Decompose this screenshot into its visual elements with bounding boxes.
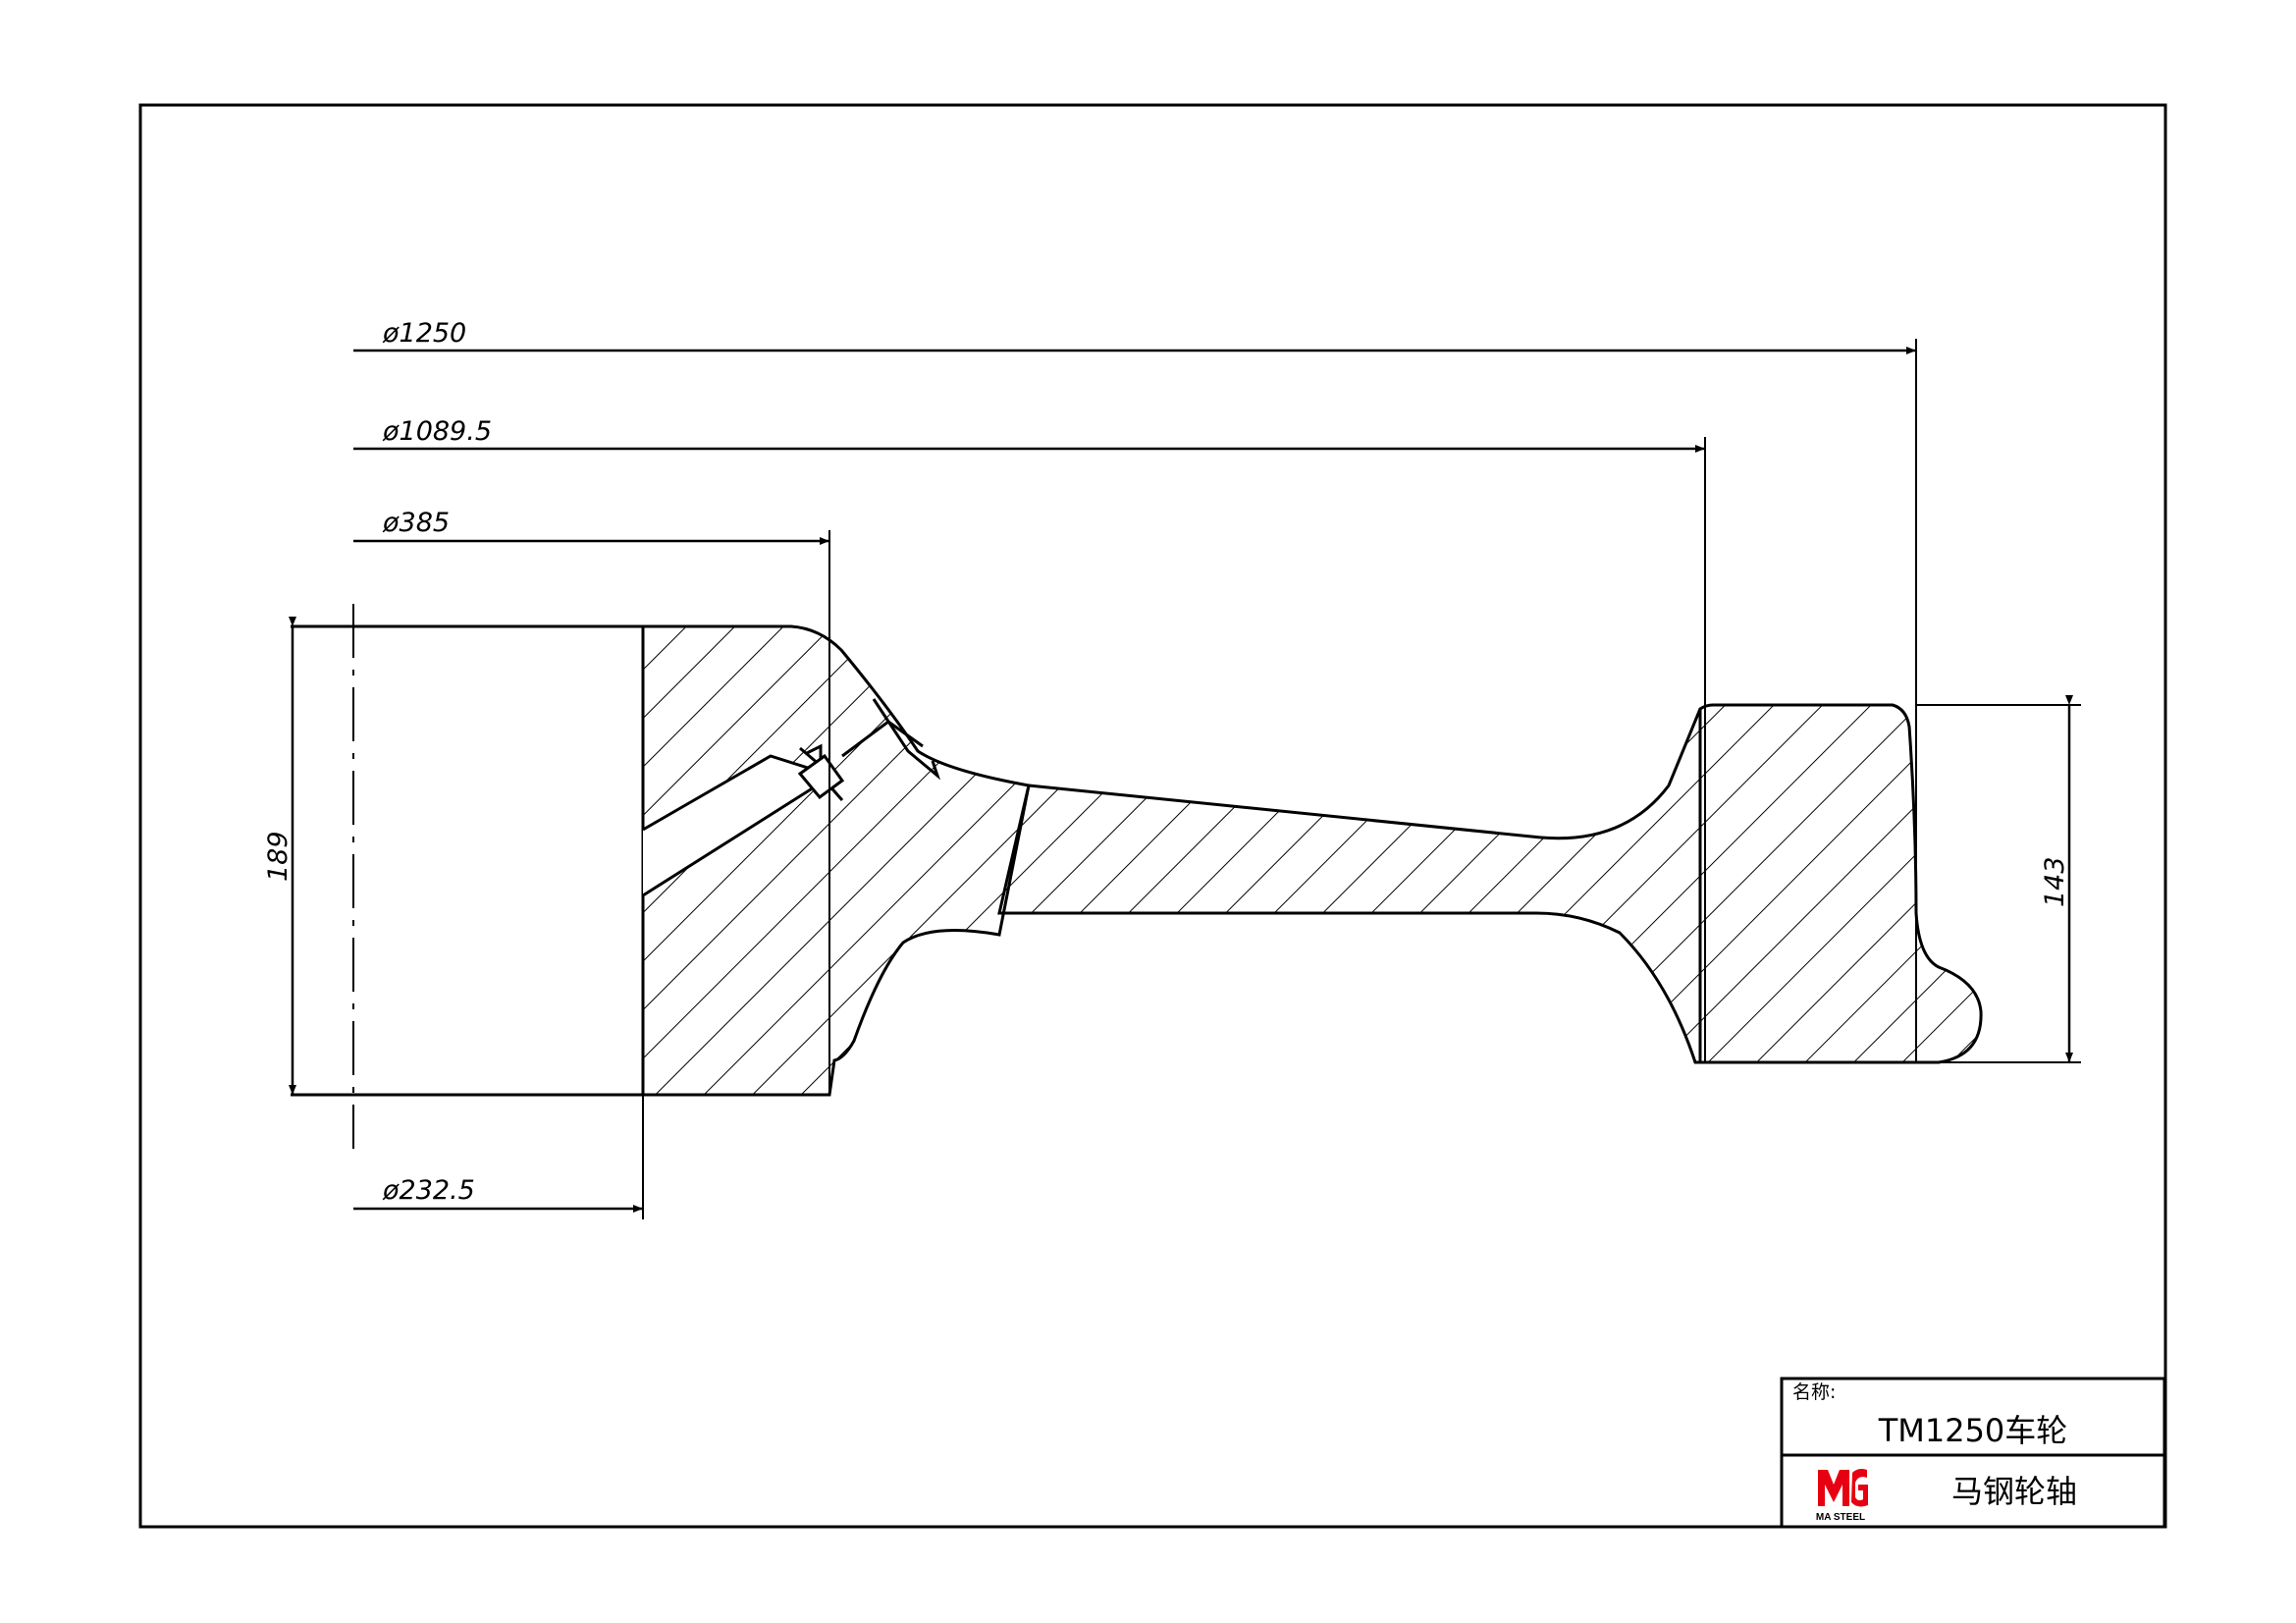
dim-rim-width-label: 143: [2040, 856, 2070, 907]
dimension-d-hub: ø385: [353, 508, 830, 1095]
company-name: 马钢轮轴: [1951, 1473, 2077, 1510]
dimension-rim-width: 143: [1916, 695, 2081, 1063]
dim-d-bore-label: ø232.5: [382, 1175, 475, 1206]
web-section: [997, 708, 1702, 1064]
dimension-d-outer: ø1250: [353, 318, 1917, 1062]
dim-d-outer-label: ø1250: [382, 318, 466, 349]
dim-hub-length-label: 189: [263, 831, 294, 882]
title-name-label: 名称:: [1792, 1381, 1836, 1403]
title-name-value: TM1250车轮: [1878, 1412, 2068, 1449]
rim-section: [1698, 703, 1983, 1064]
dimension-d-tread: ø1089.5: [353, 416, 1706, 1062]
sheet-border: [138, 103, 2167, 1529]
ma-steel-logo: MA STEEL: [1816, 1469, 1868, 1523]
dim-d-tread-label: ø1089.5: [382, 416, 492, 447]
dimension-d-bore: ø232.5: [353, 1095, 644, 1219]
grease-hole-detail: [642, 698, 941, 897]
title-block: 名称: TM1250车轮 MA STEEL 马钢轮轴: [1780, 1377, 2166, 1529]
hub-section: [641, 624, 1031, 1097]
dim-d-hub-label: ø385: [382, 508, 450, 538]
logo-caption: MA STEEL: [1816, 1512, 1865, 1523]
bore-outline: [291, 604, 643, 1149]
dimension-hub-length: 189: [263, 617, 296, 1095]
